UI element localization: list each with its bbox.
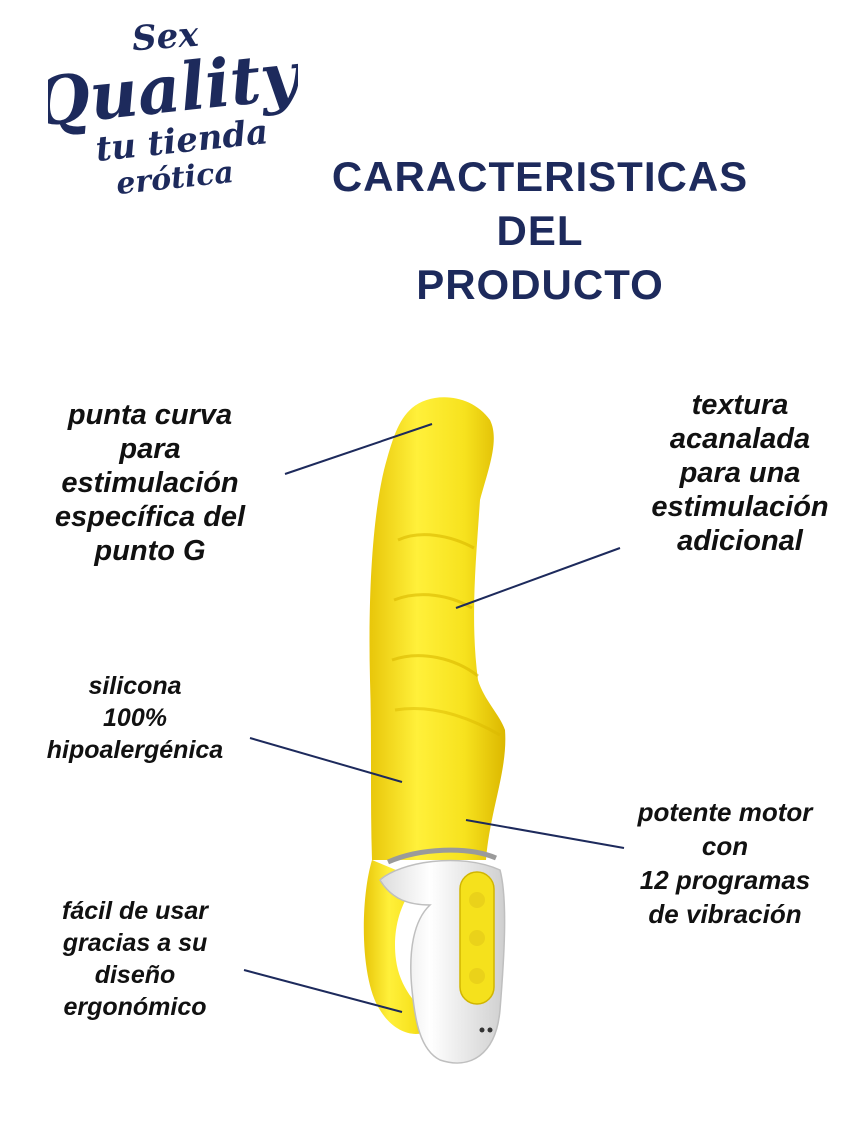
feature-texture-line-4: estimulación — [651, 491, 829, 523]
feature-material-line-3: hipoalergénica — [46, 736, 224, 764]
callout-line-texture — [455, 547, 621, 609]
brand-logo-graphic: Sex Quality tu tienda erótica — [29, 15, 308, 202]
logo-text-sex: Sex — [131, 15, 201, 60]
feature-tip-label: punta curva para estimulación específica… — [30, 398, 270, 568]
feature-handle-line-1: fácil de usar — [62, 897, 208, 925]
feature-handle-line-4: ergonómico — [63, 993, 207, 1021]
feature-texture-line-3: para una — [679, 457, 801, 489]
feature-material-line-1: silicona — [88, 672, 182, 700]
product-shaft — [369, 397, 506, 860]
feature-texture-line-2: acanalada — [669, 423, 811, 455]
feature-motor-line-3: 12 programas — [639, 865, 811, 895]
feature-handle-line-3: diseño — [94, 961, 176, 989]
feature-motor-line-2: con — [701, 831, 749, 861]
title-line-1: CARACTERISTICAS — [331, 153, 749, 200]
brand-logo: Sex Quality tu tienda erótica — [29, 12, 308, 202]
feature-handle-label: fácil de usar gracias a su diseño ergonó… — [30, 895, 240, 1023]
title-line-3: PRODUCTO — [416, 261, 664, 308]
callout-line-material — [249, 737, 403, 783]
feature-texture-line-1: textura — [691, 389, 789, 421]
feature-handle-line-2: gracias a su — [62, 929, 208, 957]
feature-motor-label: potente motor con 12 programas de vibrac… — [620, 795, 830, 931]
feature-material-line-2: 100% — [103, 704, 167, 732]
title-line-2: DEL — [496, 207, 584, 254]
feature-tip-line-2: para — [119, 433, 181, 465]
product-handle-loop — [363, 860, 436, 1034]
feature-material-label: silicona 100% hipoalergénica — [30, 670, 240, 766]
feature-motor-line-4: de vibración — [648, 899, 802, 929]
callout-line-tip — [284, 423, 433, 475]
feature-tip-line-5: punto G — [94, 535, 206, 567]
feature-texture-line-5: adicional — [677, 525, 803, 557]
page-title: CARACTERISTICAS DEL PRODUCTO — [300, 150, 780, 312]
callout-line-handle — [243, 969, 403, 1013]
feature-tip-line-1: punta curva — [67, 399, 233, 431]
feature-texture-label: textura acanalada para una estimulación … — [635, 388, 845, 558]
feature-motor-line-1: potente motor — [637, 797, 813, 827]
feature-tip-line-3: estimulación — [61, 467, 239, 499]
feature-tip-line-4: específica del — [54, 501, 246, 533]
callout-line-motor — [465, 819, 625, 849]
